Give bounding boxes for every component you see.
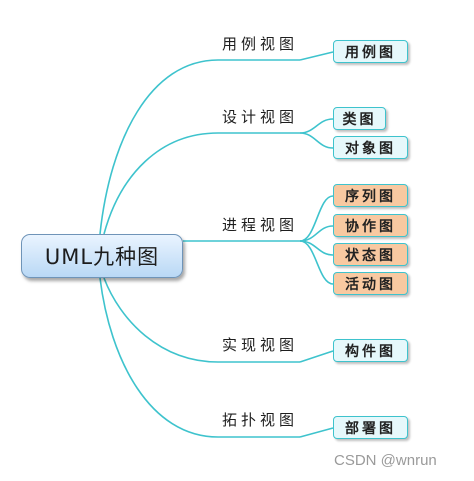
connector-leaf-deployment	[299, 427, 334, 438]
connector-leaf-object	[299, 132, 334, 149]
branch-implementation-view: 实现视图	[222, 336, 299, 354]
connector-leaf-activity	[299, 240, 334, 285]
connector-use-case-view	[99, 59, 300, 235]
connector-leaf-class	[299, 118, 334, 134]
leaf-class-diagram: 类图	[333, 107, 386, 130]
connector-topology-view	[99, 277, 300, 438]
leaf-activity-diagram: 活动图	[333, 272, 408, 295]
leaf-use-case-diagram: 用例图	[333, 40, 408, 63]
branch-process-view: 进程视图	[222, 216, 299, 234]
branch-design-view: 设计视图	[222, 108, 299, 126]
connector-leaf-sequence	[299, 195, 334, 242]
leaf-deployment-diagram: 部署图	[333, 416, 408, 439]
watermark: CSDN @wnrun	[334, 452, 437, 469]
leaf-sequence-diagram: 序列图	[333, 184, 408, 207]
root-node: UML九种图	[21, 234, 183, 278]
branch-topology-view: 拓扑视图	[222, 411, 299, 429]
branch-use-case-view: 用例视图	[222, 35, 299, 53]
leaf-collaboration-diagram: 协作图	[333, 214, 408, 237]
leaf-component-diagram: 构件图	[333, 339, 408, 362]
leaf-state-diagram: 状态图	[333, 243, 408, 266]
leaf-object-diagram: 对象图	[333, 136, 408, 159]
connector-leaf-use-case	[299, 51, 334, 61]
connector-implementation-view	[103, 277, 300, 363]
connector-leaf-component	[299, 350, 334, 363]
connector-design-view	[103, 132, 300, 235]
